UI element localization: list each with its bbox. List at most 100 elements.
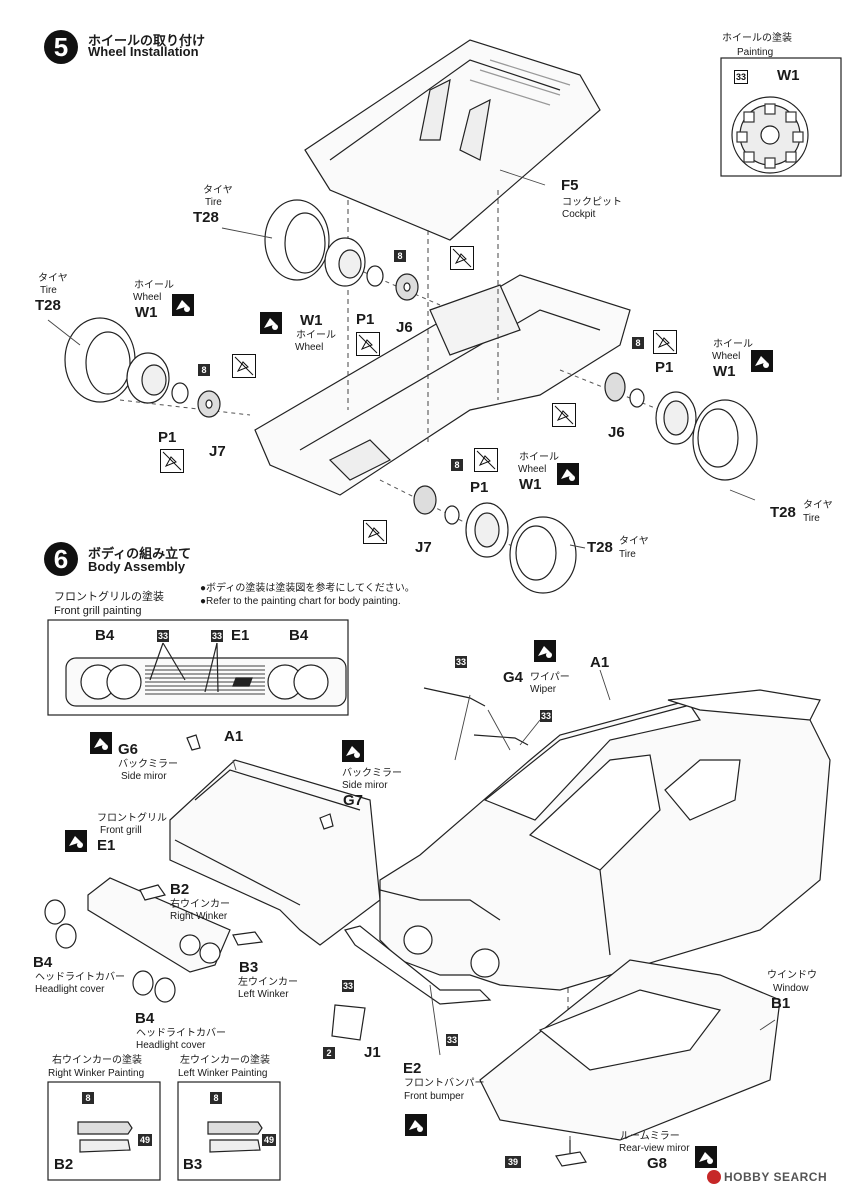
j6-label: J6 (396, 319, 413, 336)
grill-paint-33-left: 33 (157, 630, 169, 642)
step-5-badge: 5 (44, 30, 78, 64)
grill-painting-title-jp: フロントグリルの塗装 (54, 591, 164, 603)
no-cement-icon (474, 448, 498, 472)
paint-code-8: 8 (451, 459, 463, 471)
paint-code-33: 33 (540, 710, 552, 722)
wheel-right-code: W1 (713, 363, 736, 380)
j1-code: J1 (364, 1044, 381, 1061)
paint-code-33: 33 (342, 980, 354, 992)
g6-code: G6 (118, 741, 139, 758)
b3-code: B3 (239, 959, 259, 976)
b4-b-jp: ヘッドライトカバー (136, 1028, 226, 1039)
tire-left-en: Tire (40, 285, 57, 296)
grill-jp: フロントグリル (97, 813, 167, 824)
wheel-painting-title-en: Painting (737, 47, 774, 58)
cement-icon (557, 463, 579, 485)
wheel-left-code: W1 (135, 304, 158, 321)
window-en: Window (773, 983, 809, 994)
tire-left-jp: タイヤ (38, 273, 68, 284)
g6-jp: バックミラー (118, 759, 178, 770)
grill-label-e1: E1 (231, 627, 250, 644)
cement-icon (90, 732, 112, 754)
g8-code: G8 (647, 1155, 668, 1172)
left-winker-part: B3 (183, 1156, 203, 1173)
part-f5-jp: コックピット (562, 197, 622, 208)
b4-a-code: B4 (33, 954, 53, 971)
window-jp: ウインドウ (767, 970, 817, 981)
body-painting-note-jp: ●ボディの塗装は塗装図を参考にしてください。 (200, 583, 415, 594)
j7-label: J7 (209, 443, 226, 460)
cement-icon (65, 830, 87, 852)
j6-label: J6 (608, 424, 625, 441)
grill-en: Front grill (100, 825, 142, 836)
paint-code-8: 8 (394, 250, 406, 262)
step-6-title-jp: ボディの組み立て (88, 546, 192, 561)
w1-mid-jp: ホイール (296, 330, 336, 341)
w1-mid-en: Wheel (295, 342, 324, 353)
tire-right-en: Tire (803, 513, 820, 524)
wheel-left-jp: ホイール (134, 280, 174, 291)
a1-right-code: A1 (590, 654, 610, 671)
step-6-badge: 6 (44, 542, 78, 576)
no-cement-icon (232, 354, 256, 378)
w1-mid-code: W1 (300, 312, 323, 329)
grill-label-b4-left: B4 (95, 627, 115, 644)
wheel-painting-part-w1: W1 (777, 67, 800, 84)
wheel-left-en: Wheel (133, 292, 162, 303)
no-cement-icon (356, 332, 380, 356)
paint-code-39: 39 (505, 1156, 521, 1168)
no-cement-icon (653, 330, 677, 354)
b4-b-en: Headlight cover (136, 1040, 206, 1051)
g4-en: Wiper (530, 684, 557, 695)
b4-a-en: Headlight cover (35, 984, 105, 995)
wheel-right-en: Wheel (712, 351, 741, 362)
wheel-bottom-jp: ホイール (519, 452, 559, 463)
b4-a-jp: ヘッドライトカバー (35, 972, 125, 983)
part-f5-en: Cockpit (562, 209, 596, 220)
tire-top-jp: タイヤ (203, 185, 233, 196)
p1-label: P1 (356, 311, 375, 328)
grill-paint-33-right: 33 (211, 630, 223, 642)
b3-en: Left Winker (238, 989, 289, 1000)
paint-code-8: 8 (198, 364, 210, 376)
watermark-logo-icon (707, 1170, 721, 1184)
g6-en: Side miror (121, 771, 167, 782)
e2-code: E2 (403, 1060, 422, 1077)
tire-bottom-en: Tire (619, 549, 636, 560)
wheel-painting-title-jp: ホイールの塗装 (722, 33, 792, 44)
g7-code: G7 (343, 792, 364, 809)
b3-jp: 左ウインカー (238, 977, 298, 988)
right-winker-painting-en: Right Winker Painting (48, 1068, 145, 1079)
no-cement-icon (363, 520, 387, 544)
cement-icon (172, 294, 194, 316)
tire-right-code: T28 (770, 504, 796, 521)
tire-bottom-code: T28 (587, 539, 613, 556)
tire-bottom-jp: タイヤ (619, 536, 649, 547)
b4-b-code: B4 (135, 1010, 155, 1027)
wheel-paint-code-33: 33 (734, 70, 748, 84)
no-cement-icon (450, 246, 474, 270)
right-winker-paint-49: 49 (138, 1134, 152, 1146)
wheel-bottom-code: W1 (519, 476, 542, 493)
g4-jp: ワイパー (530, 672, 570, 683)
left-winker-paint-8: 8 (210, 1092, 222, 1104)
left-winker-paint-49: 49 (262, 1134, 276, 1146)
b1-code: B1 (771, 995, 791, 1012)
e1-code: E1 (97, 837, 116, 854)
cement-icon (695, 1146, 717, 1168)
body-painting-note-en: ●Refer to the painting chart for body pa… (200, 596, 401, 607)
cement-icon (534, 640, 556, 662)
left-winker-painting-en: Left Winker Painting (178, 1068, 268, 1079)
j7-label: J7 (415, 539, 432, 556)
p1-label: P1 (470, 479, 489, 496)
wheel-right-jp: ホイール (713, 339, 753, 350)
no-cement-icon (160, 449, 184, 473)
g4-code: G4 (503, 669, 524, 686)
cement-icon (751, 350, 773, 372)
grill-label-b4-right: B4 (289, 627, 309, 644)
p1-label: P1 (158, 429, 177, 446)
cement-icon (342, 740, 364, 762)
step-5-title-jp: ホイールの取り付け (88, 33, 206, 48)
wheel-bottom-en: Wheel (518, 464, 547, 475)
a1-left-code: A1 (224, 728, 244, 745)
